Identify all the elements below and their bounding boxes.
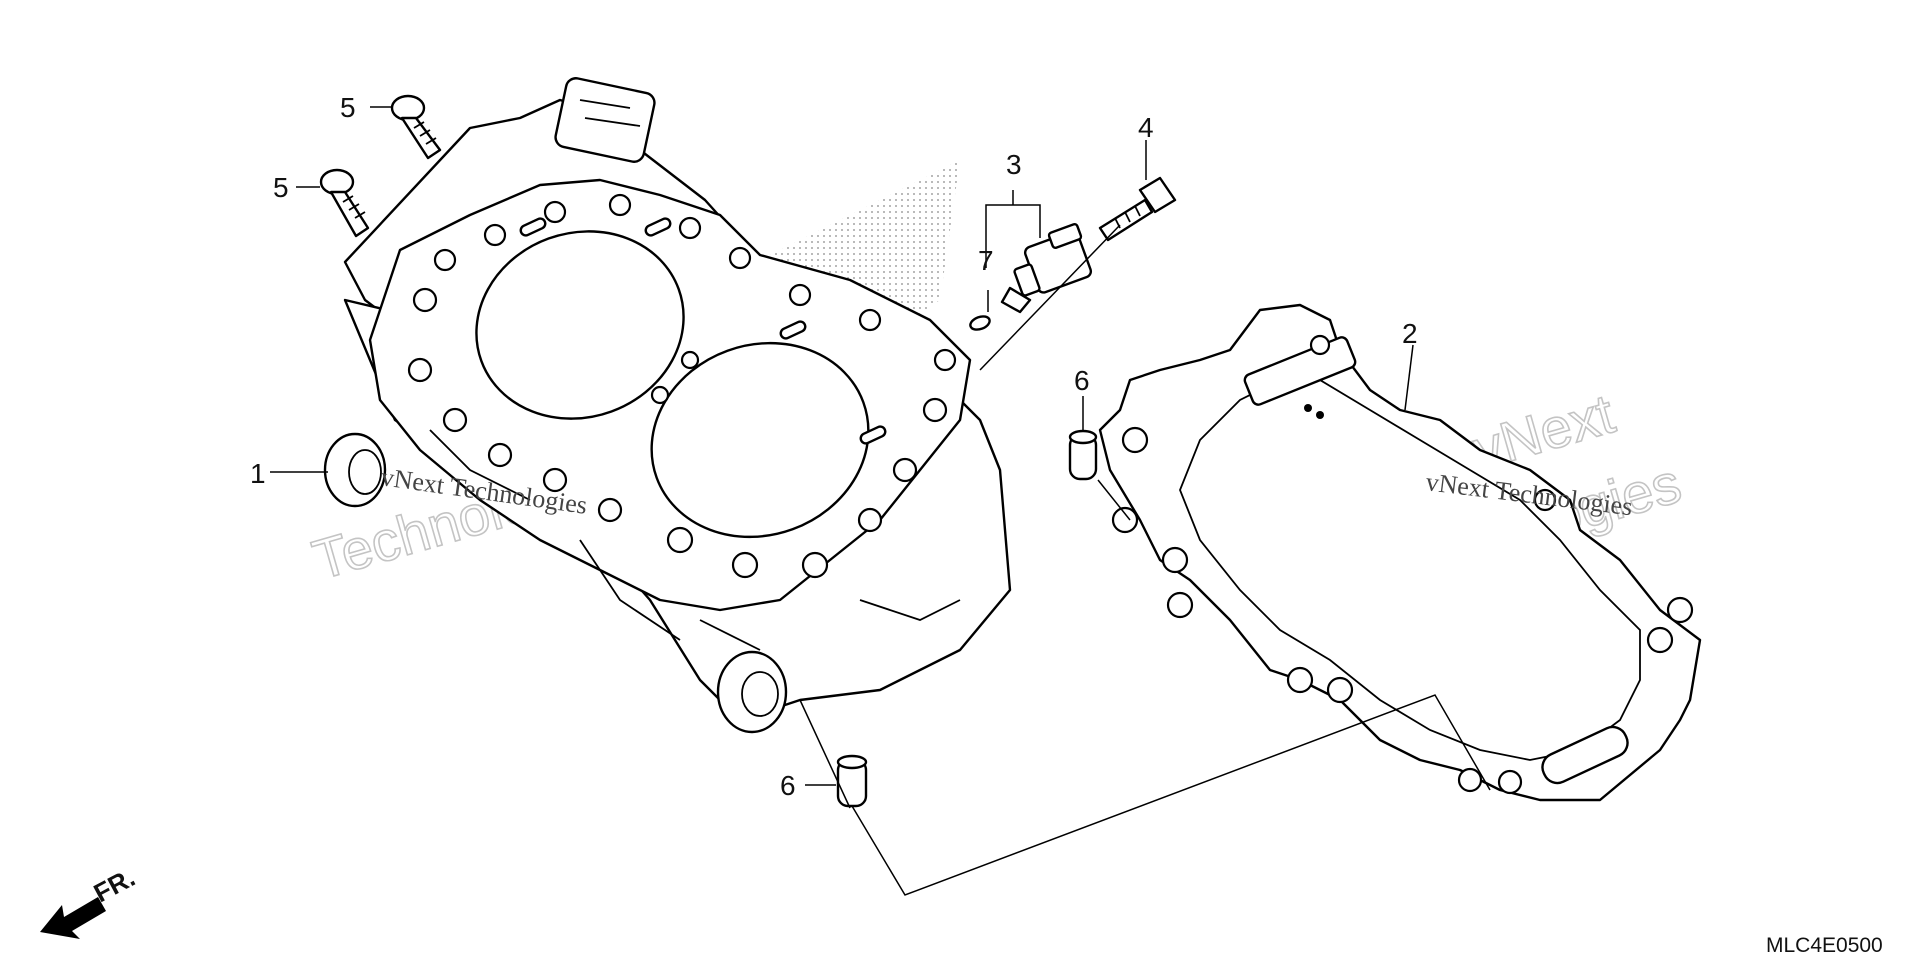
front-arrow-icon bbox=[40, 897, 106, 939]
bolt-4-part bbox=[1098, 176, 1177, 242]
dowel-6a-part bbox=[1068, 429, 1098, 481]
front-direction-arrow: FR. bbox=[40, 862, 140, 939]
diagram-code: MLC4E0500 bbox=[1766, 934, 1883, 957]
dowel-6b-part bbox=[836, 754, 868, 808]
gasket-part bbox=[1098, 303, 1702, 802]
callout-5a: 5 bbox=[340, 92, 356, 123]
bolt-5a-part bbox=[390, 94, 442, 160]
cylinder-part bbox=[323, 77, 1012, 734]
callout-6b: 6 bbox=[780, 770, 796, 801]
bolt-5b-part bbox=[319, 168, 370, 238]
leader-lines bbox=[270, 106, 1491, 896]
sensor-part bbox=[1000, 222, 1093, 314]
callout-7: 7 bbox=[978, 245, 994, 276]
callout-6a: 6 bbox=[1074, 365, 1090, 396]
callout-3: 3 bbox=[1006, 149, 1022, 180]
callout-2: 2 bbox=[1402, 318, 1418, 349]
callout-5b: 5 bbox=[273, 172, 289, 203]
callout-1: 1 bbox=[250, 458, 266, 489]
o-ring-part bbox=[969, 315, 991, 331]
callout-4: 4 bbox=[1138, 112, 1154, 143]
